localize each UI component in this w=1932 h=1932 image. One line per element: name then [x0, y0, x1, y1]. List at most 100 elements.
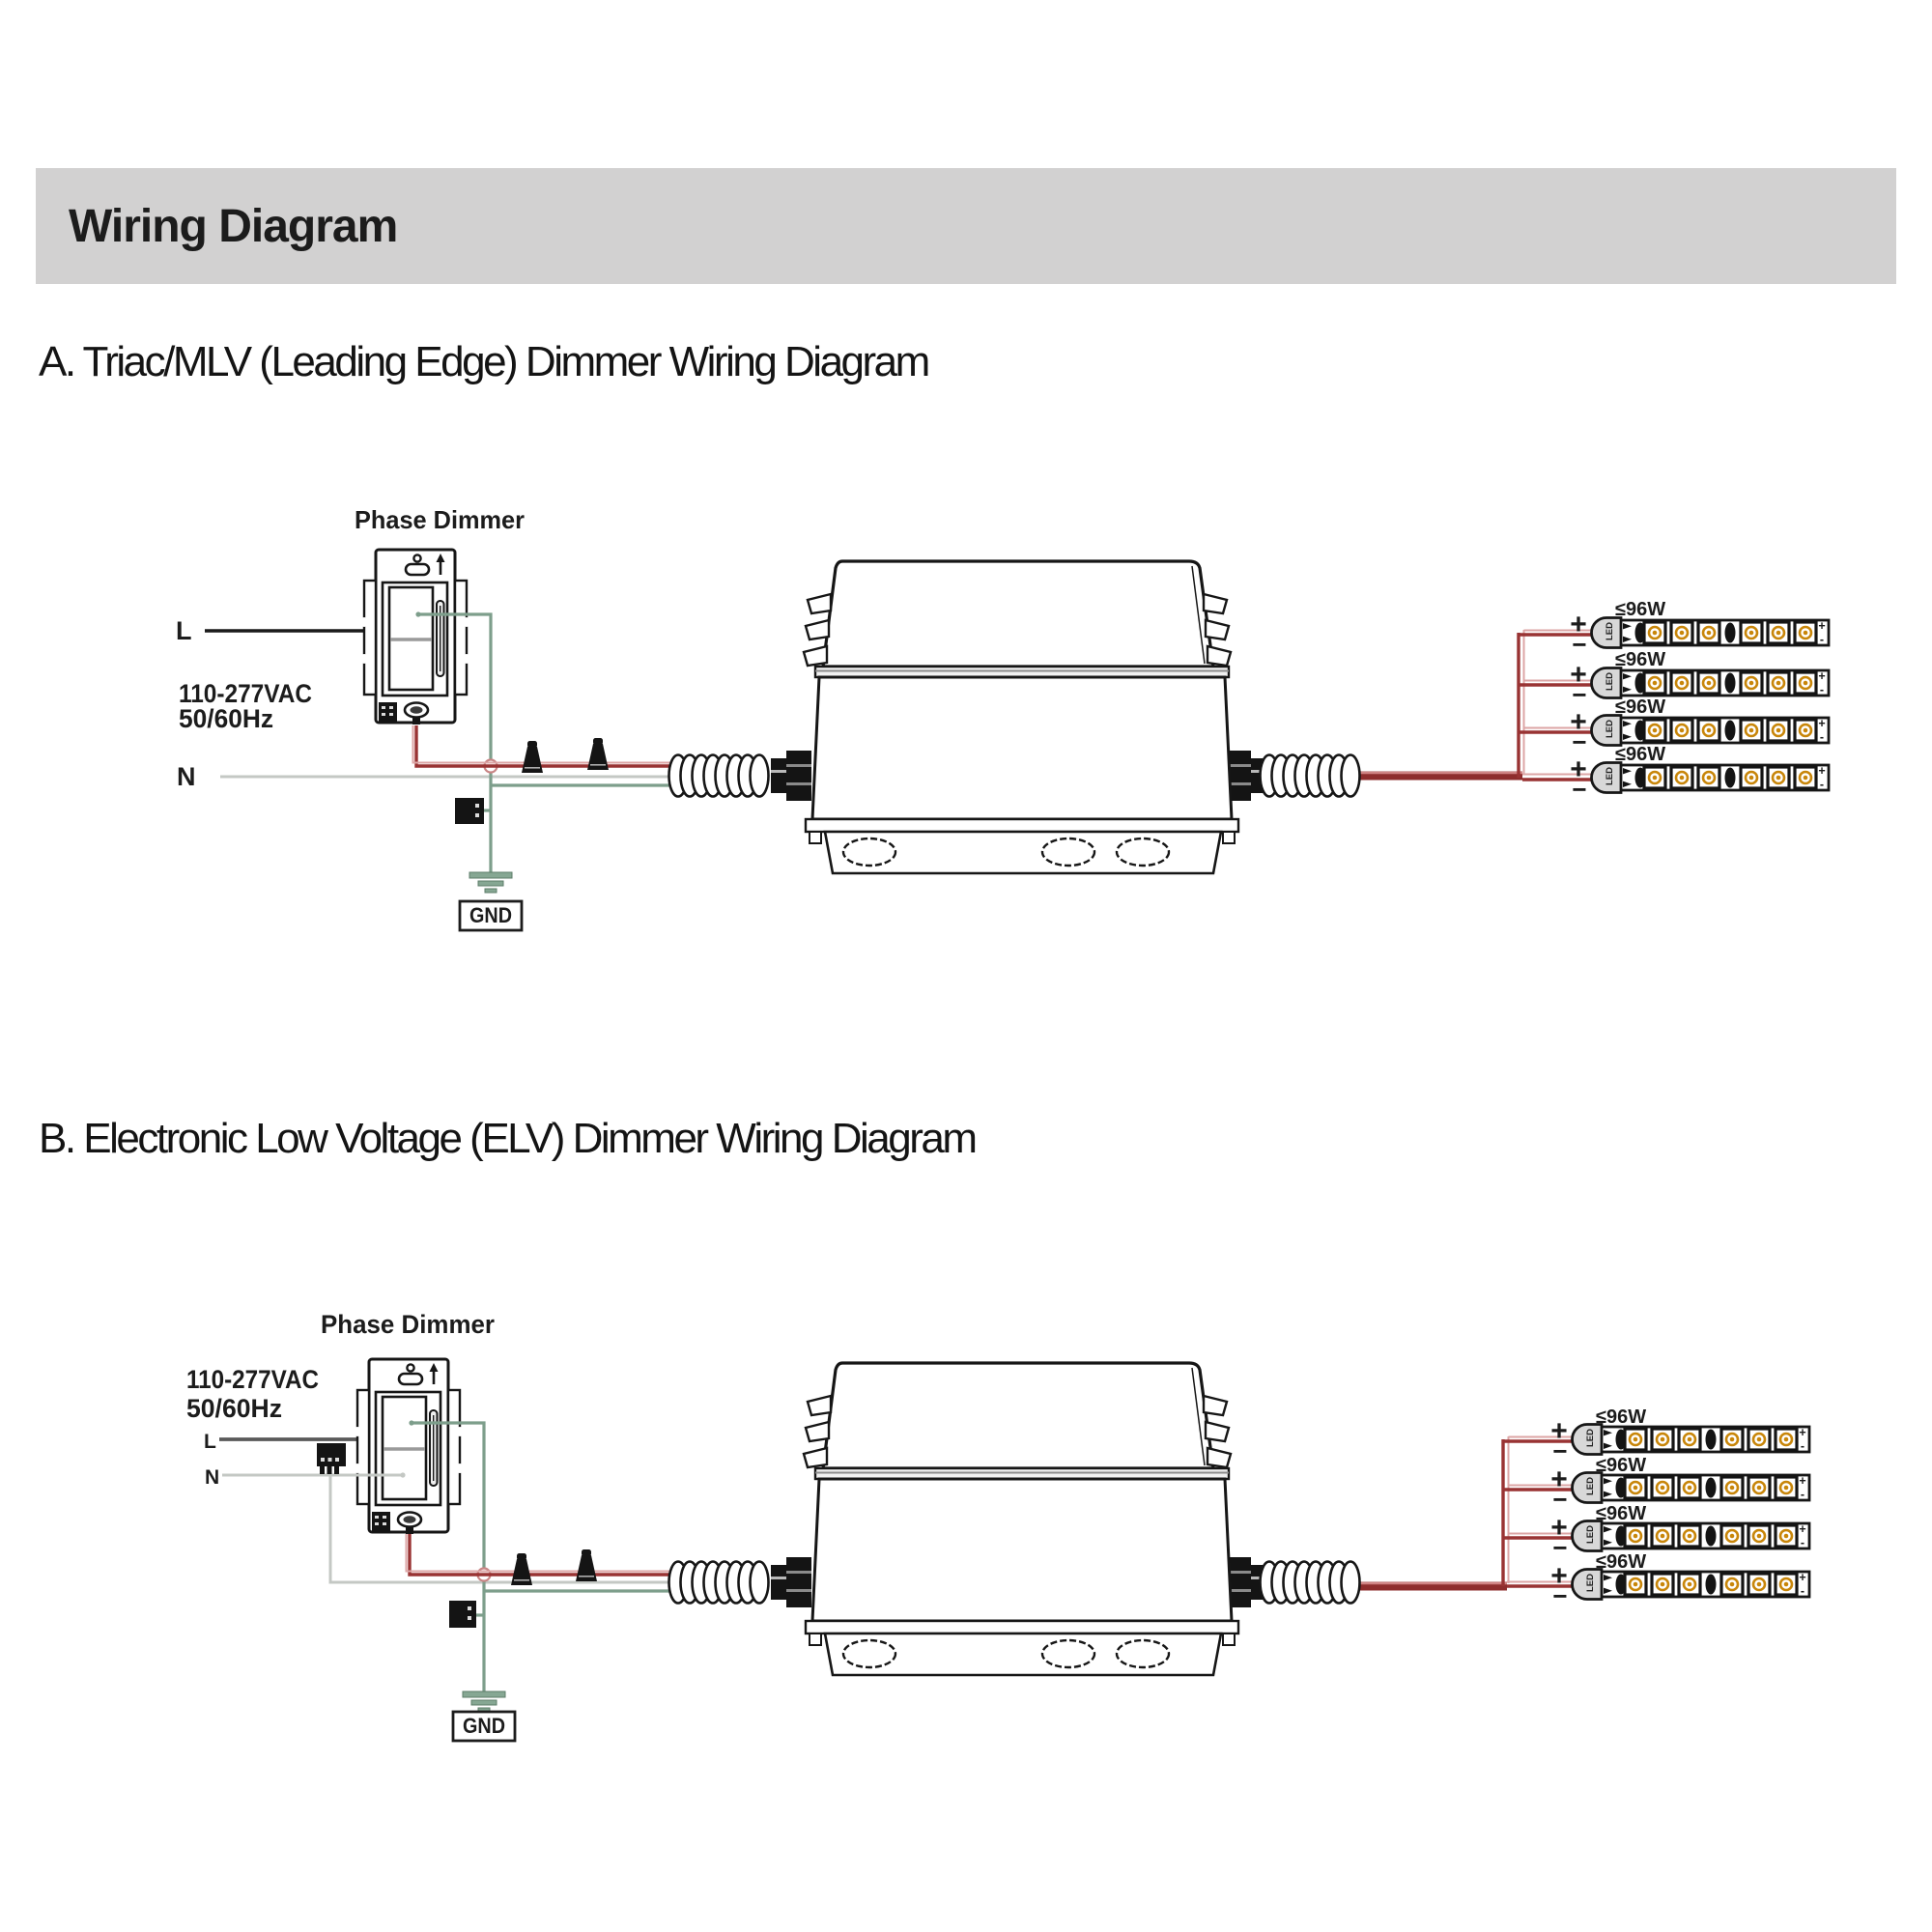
line-label: L: [204, 1431, 216, 1453]
wire-nut-icon: [522, 741, 543, 773]
led-driver-box-a: [802, 559, 1240, 875]
polarity-plus-label: +: [1570, 753, 1587, 785]
polarity-minus-label: −: [1552, 1581, 1567, 1610]
led-strip: [1592, 618, 1830, 648]
led-cap-label: LED: [1605, 767, 1615, 785]
polarity-plus-label: +: [1550, 1415, 1568, 1447]
gnd-label-box-b: [451, 1710, 517, 1743]
strip-labels-a: ≤96W ≤96W ≤96W ≤96W + + + + − − − − LED …: [1570, 599, 1825, 804]
output-wires-b: [1349, 1435, 1580, 1591]
section-b-title: B. Electronic Low Voltage (ELV) Dimmer W…: [39, 1115, 978, 1162]
output-wires-a: [1349, 629, 1600, 781]
voltage-label: 110-277VAC: [179, 679, 312, 708]
diagram-b: GND Phase Dimmer 110-277VAC 50/60Hz L N …: [186, 1310, 1810, 1743]
led-cap-label: LED: [1605, 672, 1615, 691]
polarity-plus-label: +: [1570, 706, 1587, 738]
terminal-minus-label: -: [1801, 1439, 1804, 1453]
polarity-minus-label: −: [1552, 1436, 1567, 1465]
polarity-minus-label: −: [1572, 680, 1586, 709]
phase-dimmer-label: Phase Dimmer: [355, 505, 525, 534]
terminal-plus-label: +: [1818, 669, 1825, 683]
wattage-label: ≤96W: [1615, 649, 1665, 670]
phase-dimmer-a: [357, 548, 473, 726]
terminal-plus-label: +: [1799, 1571, 1805, 1584]
led-cap-label: LED: [1585, 1574, 1596, 1592]
dimmed-hot-wire-a: [412, 725, 755, 768]
wattage-label: ≤96W: [1615, 744, 1665, 765]
phase-dimmer-b: [351, 1357, 467, 1536]
terminal-minus-label: -: [1820, 778, 1824, 791]
wattage-label: ≤96W: [1596, 1551, 1646, 1573]
wattage-label: ≤96W: [1596, 1455, 1646, 1476]
section-a-title: A. Triac/MLV (Leading Edge) Dimmer Wirin…: [39, 338, 930, 385]
wattage-label: ≤96W: [1596, 1503, 1646, 1524]
page-title: Wiring Diagram: [69, 200, 398, 252]
flex-conduit-right-a: [1259, 753, 1361, 798]
terminal-minus-label: -: [1801, 1536, 1804, 1549]
gnd-label-box-a: [458, 899, 524, 932]
terminal-minus-label: -: [1820, 633, 1824, 646]
diagram-a: GND Phase Dimmer L 110-277VAC 50/60Hz N …: [176, 505, 1830, 932]
dimmed-hot-wire-b: [405, 1534, 755, 1577]
polarity-plus-label: +: [1550, 1560, 1568, 1592]
wattage-label: ≤96W: [1596, 1406, 1646, 1428]
led-strip: [1573, 1570, 1810, 1600]
polarity-plus-label: +: [1550, 1512, 1568, 1544]
led-driver-box-b: [802, 1361, 1240, 1677]
polarity-minus-label: −: [1572, 727, 1586, 756]
terminal-minus-label: -: [1820, 730, 1824, 744]
polarity-minus-label: −: [1572, 775, 1586, 804]
terminal-block-b: [317, 1443, 346, 1474]
wattage-label: ≤96W: [1615, 599, 1665, 620]
led-strip: [1592, 763, 1830, 793]
polarity-plus-label: +: [1570, 609, 1587, 640]
polarity-minus-label: −: [1572, 630, 1586, 659]
frequency-label: 50/60Hz: [186, 1394, 282, 1423]
flex-conduit-right-b: [1259, 1560, 1361, 1605]
wire-nut-icon: [511, 1553, 532, 1585]
gnd-label: GND: [469, 903, 512, 927]
conduit-fitting-icon: [771, 1557, 811, 1607]
terminal-plus-label: +: [1799, 1474, 1805, 1488]
frequency-label: 50/60Hz: [179, 704, 273, 733]
flex-conduit-left-a: [668, 753, 770, 798]
led-cap-label: LED: [1605, 622, 1615, 640]
terminal-plus-label: +: [1818, 717, 1825, 730]
led-cap-label: LED: [1585, 1429, 1596, 1447]
neutral-label: N: [177, 762, 196, 791]
led-strip: [1573, 1473, 1810, 1503]
conduit-fitting-icon: [771, 751, 811, 801]
neutral-wire-b: [222, 1469, 755, 1584]
earth-ground-icon: [469, 871, 513, 894]
led-cap-label: LED: [1605, 720, 1615, 738]
polarity-plus-label: +: [1550, 1463, 1568, 1495]
ground-clamp-b: [449, 1601, 476, 1628]
polarity-minus-label: −: [1552, 1485, 1567, 1514]
ground-clamp-a: [455, 798, 484, 824]
phase-dimmer-label: Phase Dimmer: [321, 1310, 495, 1339]
polarity-minus-label: −: [1552, 1533, 1567, 1562]
terminal-plus-label: +: [1818, 619, 1825, 633]
terminal-minus-label: -: [1801, 1488, 1804, 1501]
gnd-label: GND: [463, 1714, 505, 1738]
wire-nut-icon: [587, 738, 609, 770]
terminal-plus-label: +: [1799, 1522, 1805, 1536]
line-label: L: [176, 616, 192, 645]
strip-labels-b: ≤96W ≤96W ≤96W ≤96W + + + + − − − − LED …: [1550, 1406, 1805, 1610]
led-strip: [1573, 1521, 1810, 1551]
neutral-label: N: [205, 1466, 219, 1489]
wattage-label: ≤96W: [1615, 696, 1665, 718]
terminal-minus-label: -: [1820, 683, 1824, 696]
led-strip: [1592, 668, 1830, 698]
led-cap-label: LED: [1585, 1525, 1596, 1544]
flex-conduit-left-b: [668, 1560, 770, 1605]
terminal-plus-label: +: [1818, 764, 1825, 778]
terminal-minus-label: -: [1801, 1584, 1804, 1598]
earth-ground-icon: [462, 1690, 506, 1713]
header-bar: Wiring Diagram: [36, 168, 1896, 284]
terminal-plus-label: +: [1799, 1426, 1805, 1439]
polarity-plus-label: +: [1570, 659, 1587, 691]
voltage-label: 110-277VAC: [186, 1365, 319, 1394]
led-strip: [1573, 1425, 1810, 1455]
